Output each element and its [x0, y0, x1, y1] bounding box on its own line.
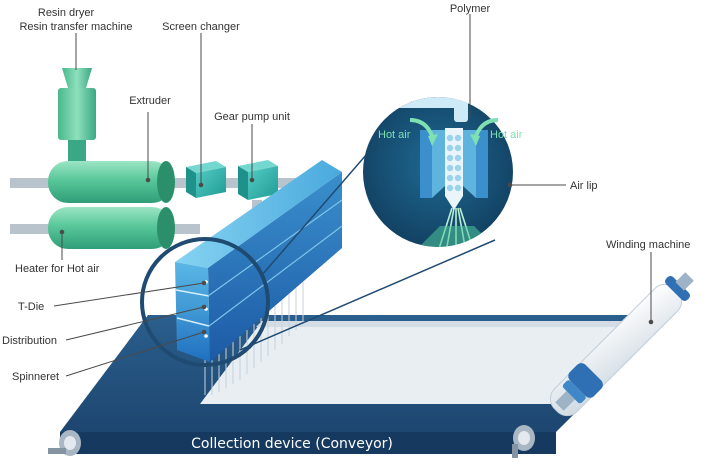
label-heater-for-hot-air: Heater for Hot air [15, 263, 100, 275]
label-resin-transfer-machine: Resin transfer machine [19, 21, 132, 33]
label-screen-changer: Screen changer [162, 21, 240, 33]
conveyor-roller-right [512, 425, 535, 458]
winding-machine [549, 272, 694, 417]
gear-pump-box [238, 160, 278, 200]
hot-air-arrow-left [409, 118, 438, 146]
label-t-die: T-Die [18, 301, 44, 313]
heater-cylinder [48, 207, 175, 249]
leader-lines [53, 14, 654, 377]
resin-hopper [58, 68, 96, 162]
label-hot-air-right: Hot air [490, 129, 523, 141]
label-winding-machine: Winding machine [606, 239, 690, 251]
nozzle-detail-circle [360, 97, 520, 263]
hot-air-arrow-right [470, 118, 499, 146]
spinneret-body [445, 128, 463, 210]
label-distribution: Distribution [2, 335, 57, 347]
label-hot-air-left: Hot air [378, 129, 411, 141]
label-air-lip: Air lip [570, 180, 598, 192]
air-lip-left [420, 130, 445, 198]
air-lip-right [463, 130, 488, 198]
label-resin-dryer: Resin dryer [38, 7, 95, 19]
label-collection-device-conveyor: Collection device (Conveyor) [191, 436, 393, 452]
magnifier-ring [140, 237, 270, 367]
collection-belt-in-zoom [360, 249, 520, 263]
screen-changer-box [186, 161, 226, 198]
extruder-cylinder [48, 161, 175, 203]
label-gear-pump-unit: Gear pump unit [214, 111, 290, 123]
label-spinneret: Spinneret [12, 371, 59, 383]
label-polymer: Polymer [450, 3, 491, 15]
label-extruder: Extruder [129, 95, 171, 107]
conveyor-roller-left [48, 430, 81, 456]
